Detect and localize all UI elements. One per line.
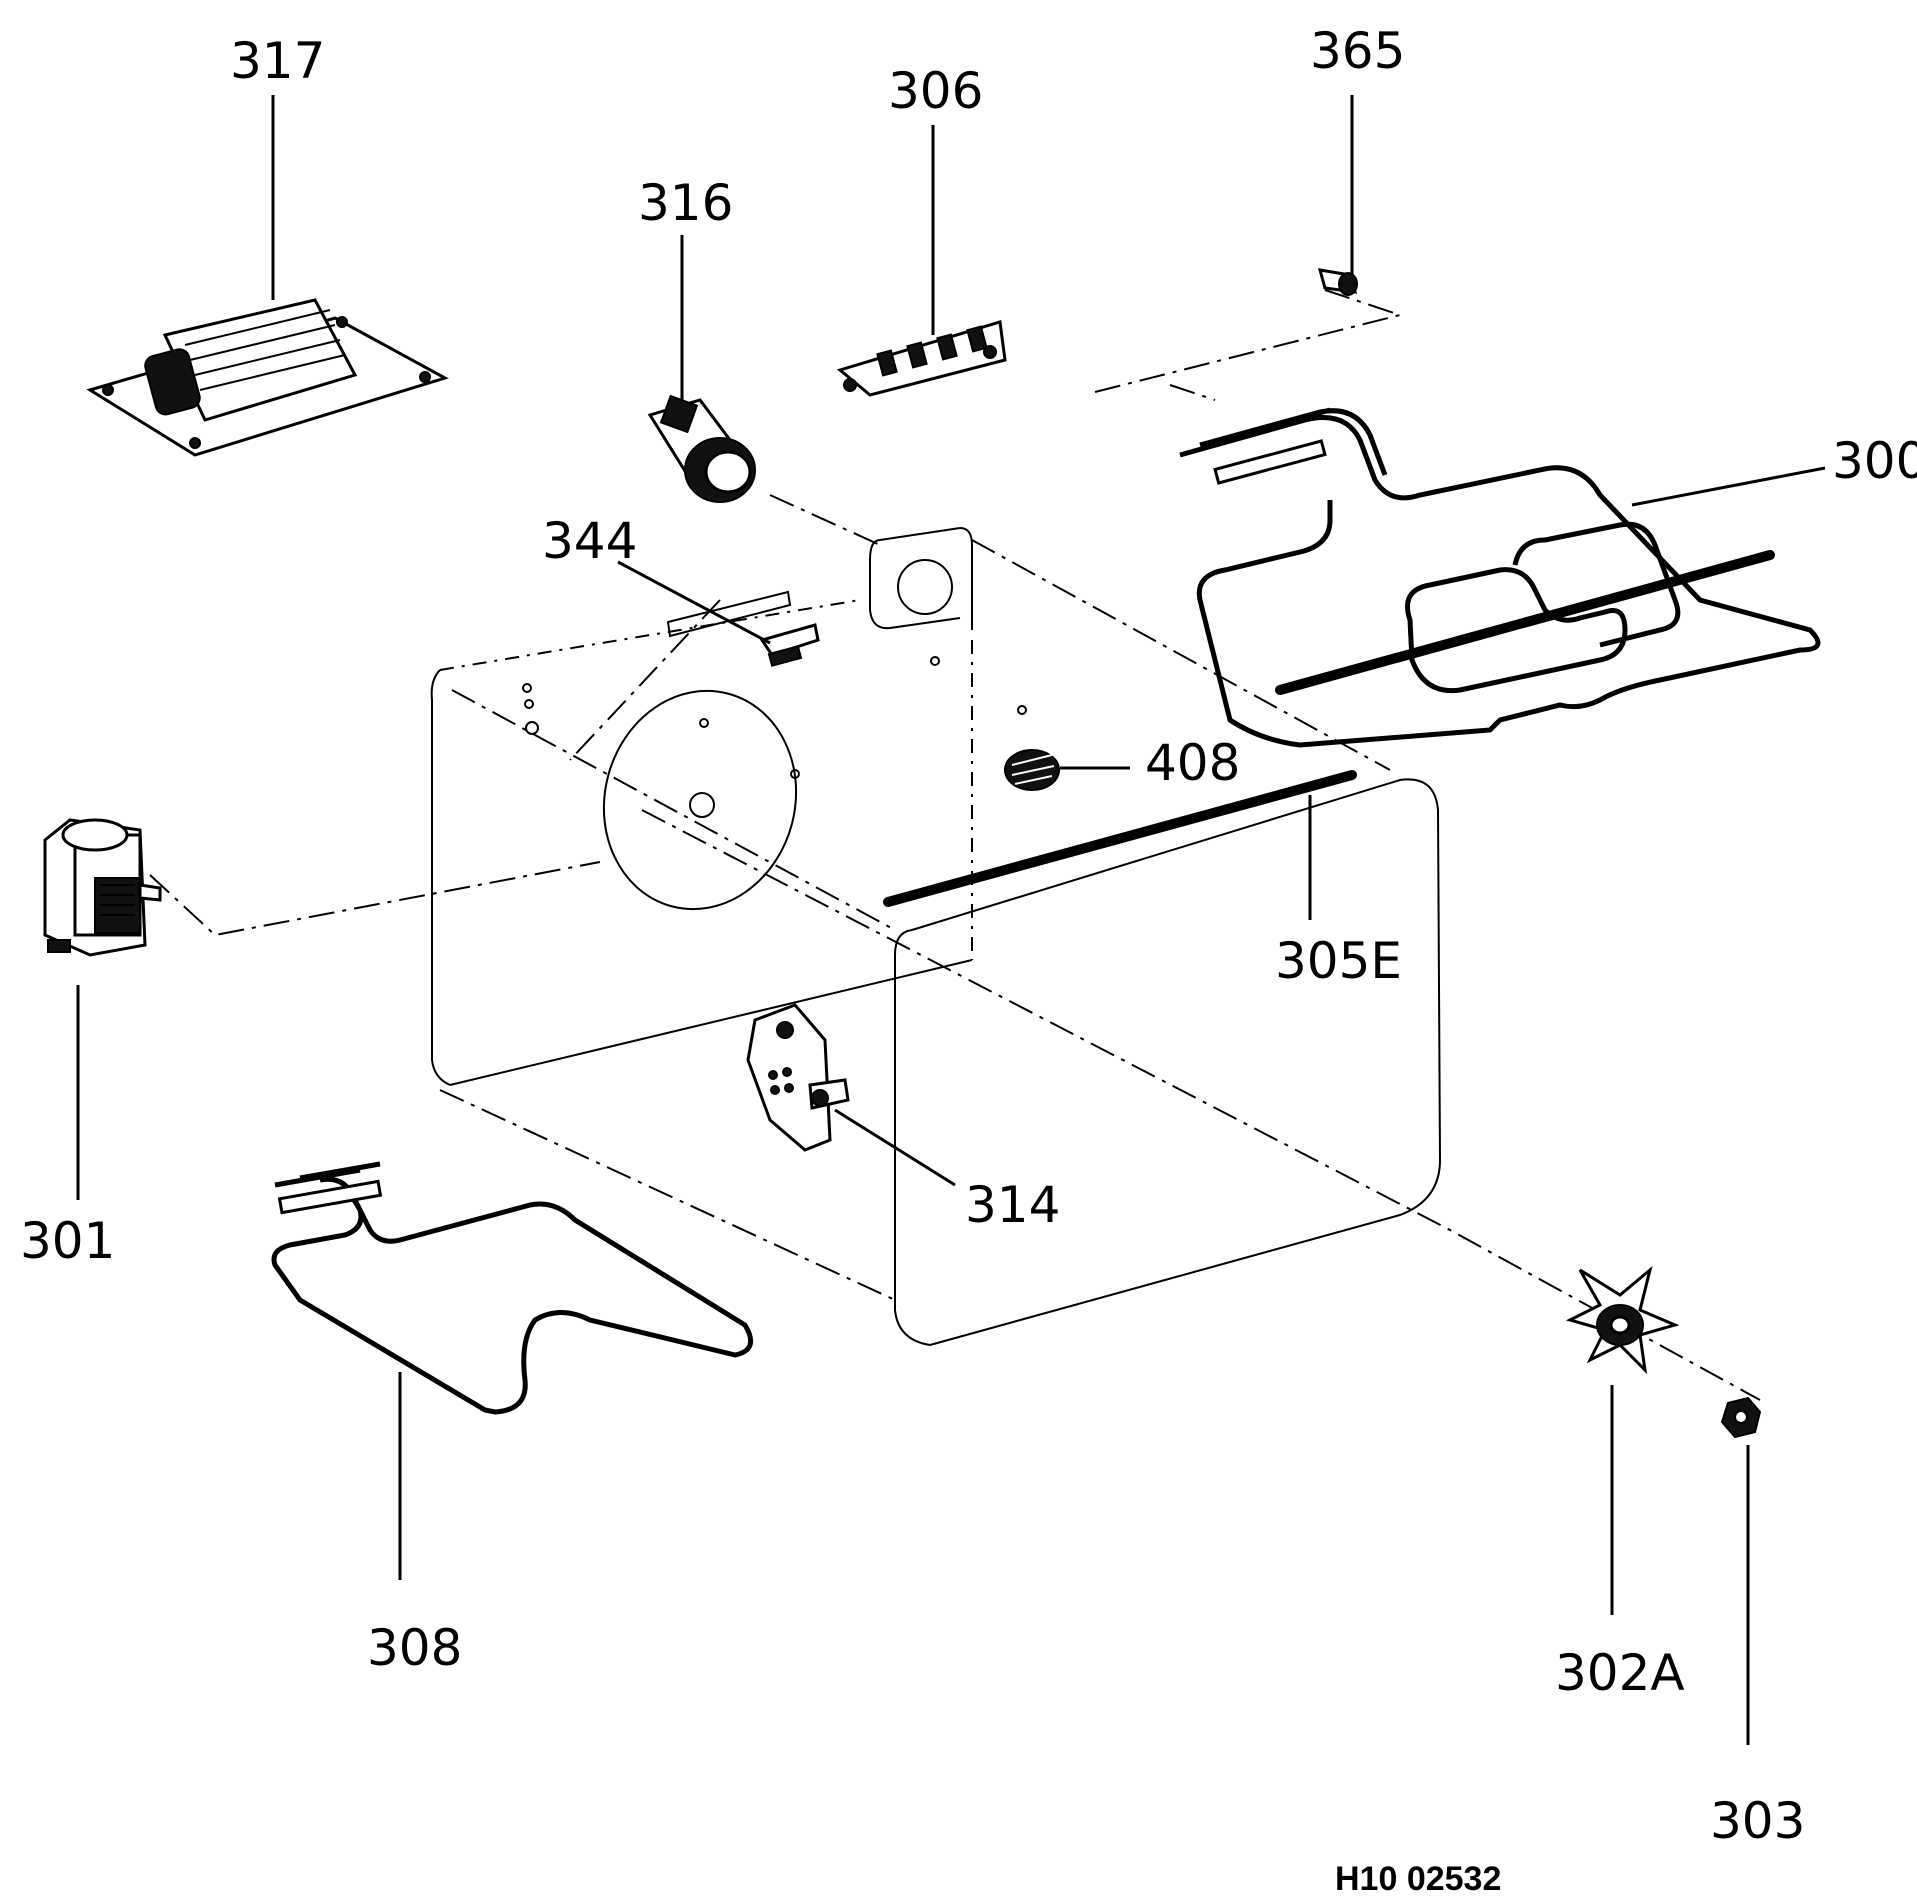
assembly-axes	[149, 289, 1761, 1401]
screw-part	[1317, 268, 1358, 296]
label-300: 300	[1832, 432, 1917, 490]
label-344: 344	[542, 512, 637, 570]
vent-grille-part	[1004, 749, 1060, 791]
grill-element-part	[1179, 407, 1821, 748]
label-302a: 302A	[1555, 1644, 1685, 1702]
clip-part	[759, 623, 820, 667]
leader-lines	[76, 95, 1826, 1745]
tangential-fan-part	[86, 298, 449, 457]
label-316: 316	[638, 174, 733, 232]
label-306: 306	[888, 62, 983, 120]
part-labels: 317 316 306 365 300 344 408 301 305E 314…	[20, 22, 1917, 1896]
label-305e: 305E	[1275, 932, 1402, 990]
fan-blade-part	[1565, 1265, 1680, 1375]
fan-motor-part	[43, 818, 162, 957]
label-314: 314	[965, 1176, 1060, 1234]
label-303: 303	[1710, 1792, 1805, 1850]
label-365: 365	[1310, 22, 1405, 80]
drawing-code: H10 02532	[1335, 1860, 1501, 1896]
thermostat-part	[746, 1003, 850, 1152]
lamp-holder-part	[647, 394, 756, 503]
oven-cavity	[430, 526, 1442, 1346]
bottom-element-part	[271, 1161, 754, 1415]
label-301: 301	[20, 1212, 115, 1270]
label-317: 317	[230, 32, 325, 90]
nut-part	[1720, 1396, 1762, 1439]
label-408: 408	[1145, 734, 1240, 792]
terminal-block-part	[836, 320, 1007, 397]
label-308: 308	[367, 1619, 462, 1677]
seal-strip-part	[883, 770, 1357, 907]
